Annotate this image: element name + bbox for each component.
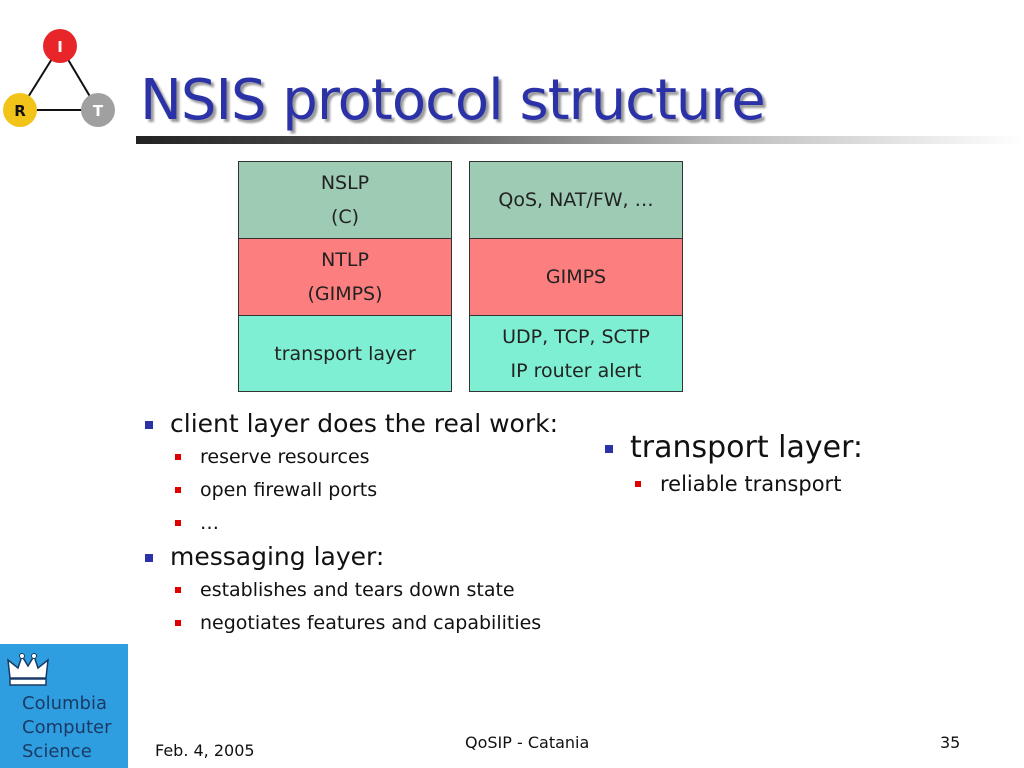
cell-line: QoS, NAT/FW, …	[498, 189, 654, 211]
columbia-line: Computer	[22, 717, 112, 738]
footer-date: Feb. 4, 2005	[155, 741, 255, 760]
footer-title: QoSIP - Catania	[465, 733, 590, 752]
sub-bullet: reserve resources	[140, 441, 580, 474]
slide-number: 35	[940, 733, 961, 752]
sub-bullet: negotiates features and capabilities	[140, 607, 580, 640]
cell-line: NSLP	[320, 172, 370, 194]
protocol-stack-concrete: QoS, NAT/FW, … GIMPS UDP, TCP, SCTP IP r…	[469, 161, 683, 392]
bullet-client-layer: client layer does the real work:	[140, 407, 580, 441]
bullets-left: client layer does the real work: reserve…	[140, 407, 580, 640]
stack-cell-transport: transport layer	[238, 316, 452, 392]
cell-line: (C)	[330, 206, 360, 228]
stack-cell-ntlp: NTLP (GIMPS)	[238, 239, 452, 316]
logo-label-r: R	[14, 102, 26, 120]
sub-bullet: open firewall ports	[140, 474, 580, 507]
title-underline-bar	[136, 136, 1024, 144]
columbia-line: Columbia	[22, 693, 107, 714]
logo-label-t: T	[93, 102, 104, 120]
crown-icon	[7, 653, 49, 686]
cell-line: (GIMPS)	[307, 283, 383, 305]
stack-cell-qos-natfw: QoS, NAT/FW, …	[469, 161, 683, 239]
cell-line: GIMPS	[545, 266, 607, 288]
logo-node-i	[43, 29, 77, 63]
irt-logo: I R T	[3, 29, 115, 127]
logo-label-i: I	[57, 38, 63, 56]
bullet-transport-layer: transport layer:	[600, 428, 1000, 468]
sub-bullet: establishes and tears down state	[140, 574, 580, 607]
cell-line: NTLP	[321, 249, 369, 271]
cell-line: transport layer	[274, 342, 416, 365]
logo-node-r	[3, 93, 37, 127]
bullet-messaging-layer: messaging layer:	[140, 540, 580, 574]
cell-line: IP router alert	[510, 359, 642, 382]
sub-bullet: reliable transport	[600, 468, 1000, 501]
logo-node-t	[81, 93, 115, 127]
protocol-stack-generic: NSLP (C) NTLP (GIMPS) transport layer	[238, 161, 452, 392]
columbia-line: Science	[22, 741, 92, 762]
sub-bullet: …	[140, 507, 580, 540]
stack-cell-gimps: GIMPS	[469, 239, 683, 316]
bullets-right: transport layer: reliable transport	[600, 428, 1000, 501]
cell-line: UDP, TCP, SCTP	[502, 325, 650, 348]
slide-title: NSIS protocol structure	[140, 68, 766, 133]
columbia-logo: Columbia Computer Science	[0, 644, 128, 768]
stack-cell-udp-tcp-sctp: UDP, TCP, SCTP IP router alert	[469, 316, 683, 392]
columbia-wordmark: Columbia Computer Science	[22, 692, 111, 764]
stack-cell-nslp: NSLP (C)	[238, 161, 452, 239]
